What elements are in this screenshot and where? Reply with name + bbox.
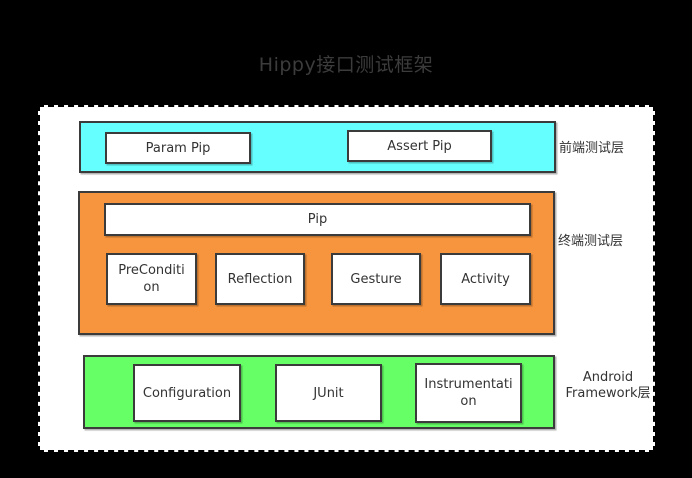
frontend-layer-label: 前端测试层 (559, 141, 625, 156)
box-reflection-label: Reflection (227, 271, 293, 287)
box-activity-label: Activity (461, 271, 510, 287)
box-param-pip-label: Param Pip (145, 140, 211, 156)
box-precondition-label: PreCondition (118, 263, 185, 295)
box-instrumentation: Instrumentation (415, 363, 522, 423)
box-activity: Activity (440, 253, 531, 305)
diagram-canvas: Param Pip Assert Pip 前端测试层 Pip PreCondit… (38, 105, 655, 452)
box-pip-label: Pip (307, 212, 328, 227)
box-junit: JUnit (275, 364, 382, 422)
box-assert-pip: Assert Pip (347, 130, 492, 162)
box-gesture-label: Gesture (350, 271, 402, 287)
android-layer-label: Android Framework层 (565, 370, 651, 401)
box-reflection: Reflection (215, 253, 305, 305)
box-assert-pip-label: Assert Pip (387, 138, 452, 154)
diagram-title: Hippy接口测试框架 (258, 54, 434, 76)
box-precondition: PreCondition (106, 253, 197, 305)
box-junit-label: JUnit (313, 385, 344, 401)
box-configuration: Configuration (133, 364, 241, 422)
box-param-pip: Param Pip (105, 132, 251, 164)
box-gesture: Gesture (331, 253, 421, 305)
box-configuration-label: Configuration (142, 385, 232, 401)
terminal-layer-label: 终端测试层 (558, 234, 624, 249)
box-instrumentation-label: Instrumentation (424, 377, 513, 409)
box-pip: Pip (104, 203, 531, 236)
